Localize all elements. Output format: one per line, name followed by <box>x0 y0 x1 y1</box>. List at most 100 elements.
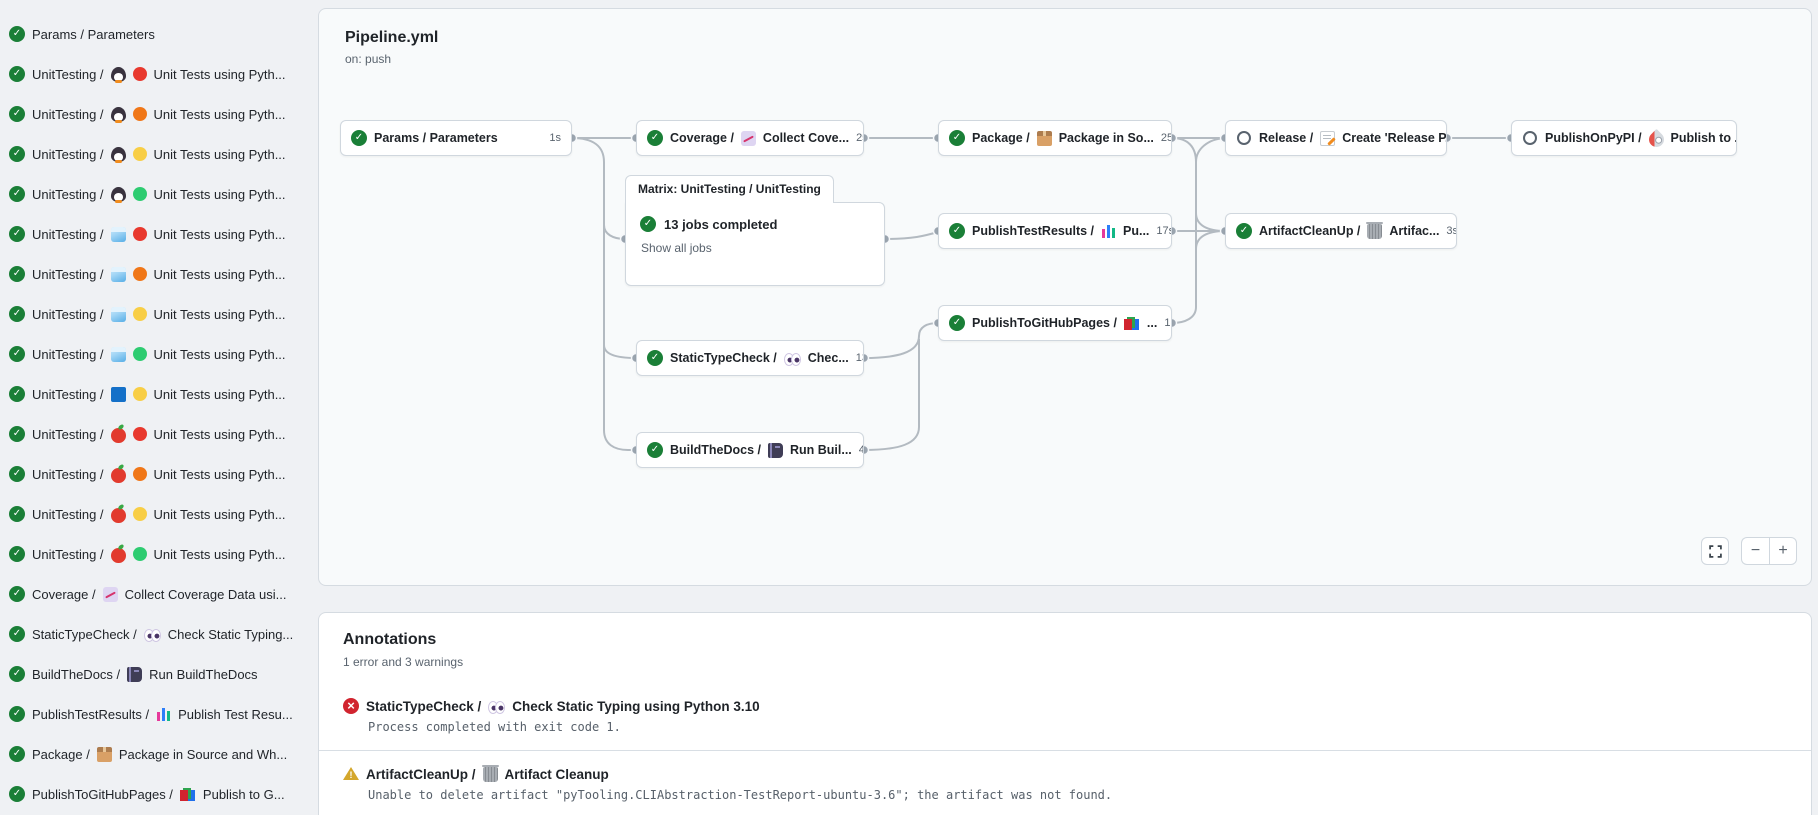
fullscreen-button[interactable] <box>1701 537 1729 565</box>
sidebar-job-item[interactable]: Params / Parameters <box>9 14 318 54</box>
job-status-icon <box>9 226 25 242</box>
annotation-item: StaticTypeCheck / Check Static Typing us… <box>319 683 1811 751</box>
job-version-icon <box>132 427 147 441</box>
matrix-tab[interactable]: Matrix: UnitTesting / UnitTesting <box>625 175 834 203</box>
job-status-icon <box>9 626 25 642</box>
job-status-icon <box>9 306 25 322</box>
sidebar-job-item[interactable]: UnitTesting / Unit Tests using Pyth... <box>9 374 318 414</box>
node-duration: 1s <box>549 132 561 144</box>
sidebar-job-item[interactable]: UnitTesting / Unit Tests using Pyth... <box>9 534 318 574</box>
job-version-icon <box>132 267 147 281</box>
job-label: Unit Tests using Pyth... <box>153 426 286 442</box>
job-label: Unit Tests using Pyth... <box>153 506 286 522</box>
job-label: Unit Tests using Pyth... <box>153 146 286 162</box>
workflow-node[interactable]: Params / Parameters 1s <box>340 120 572 156</box>
job-label: Unit Tests using Pyth... <box>153 346 286 362</box>
annotations-title: Annotations <box>343 631 437 648</box>
sidebar-job-item[interactable]: UnitTesting / Unit Tests using Pyth... <box>9 294 318 334</box>
job-label: Unit Tests using Pyth... <box>153 546 286 562</box>
node-job-icon <box>1366 221 1384 239</box>
job-label: Unit Tests using Pyth... <box>153 66 286 82</box>
node-status-icon <box>1523 131 1537 145</box>
job-status-icon <box>9 26 25 42</box>
node-job-label: Run Buil... <box>789 443 852 457</box>
node-status-icon <box>647 350 663 366</box>
sidebar-job-item[interactable]: PublishToGitHubPages / Publish to G... <box>9 774 318 814</box>
sidebar-job-item[interactable]: UnitTesting / Unit Tests using Pyth... <box>9 334 318 374</box>
job-os-icon <box>110 346 126 362</box>
job-name: Coverage / <box>32 586 96 602</box>
job-name: StaticTypeCheck / <box>32 626 137 642</box>
job-status-icon <box>9 786 25 802</box>
job-os-icon <box>110 507 126 523</box>
node-job-label: Package in So... <box>1058 131 1154 145</box>
node-job-name: Params / Parameters <box>374 131 498 145</box>
sidebar-job-item[interactable]: UnitTesting / Unit Tests using Pyth... <box>9 494 318 534</box>
workflow-node[interactable]: Coverage / Collect Cove... 25s <box>636 120 864 156</box>
sidebar-job-item[interactable]: Package / Package in Source and Wh... <box>9 734 318 774</box>
node-job-name: Release / <box>1259 131 1314 145</box>
node-status-icon <box>949 223 965 239</box>
job-os-icon <box>110 266 126 282</box>
job-name: UnitTesting / <box>32 426 104 442</box>
sidebar-job-item[interactable]: UnitTesting / Unit Tests using Pyth... <box>9 134 318 174</box>
node-duration: 17s <box>1156 225 1171 237</box>
sidebar-job-item[interactable]: Coverage / Collect Coverage Data usi... <box>9 574 318 614</box>
node-job-name: PublishTestResults / <box>972 224 1095 238</box>
job-version-icon <box>132 347 147 361</box>
zoom-button-group: − + <box>1741 537 1797 565</box>
workflow-node[interactable]: PublishToGitHubPages / ... 13s <box>938 305 1172 341</box>
workflow-node[interactable]: ArtifactCleanUp / Artifac... 3s <box>1225 213 1457 249</box>
workflow-node[interactable]: Package / Package in So... 25s <box>938 120 1172 156</box>
workflow-graph-card: Pipeline.yml on: push <box>318 8 1812 586</box>
job-os-icon <box>110 146 126 163</box>
job-os-icon <box>96 746 112 762</box>
sidebar-job-item[interactable]: BuildTheDocs / Run BuildTheDocs <box>9 654 318 694</box>
sidebar-job-item[interactable]: StaticTypeCheck / Check Static Typing... <box>9 614 318 654</box>
job-status-icon <box>9 146 25 162</box>
node-job-label: Create 'Release P... <box>1342 131 1447 145</box>
node-duration: 47s <box>859 444 863 456</box>
annotation-job-label[interactable]: Check Static Typing using Python 3.10 <box>512 698 760 714</box>
sidebar-job-item[interactable]: UnitTesting / Unit Tests using Pyth... <box>9 54 318 94</box>
sidebar-job-item[interactable]: UnitTesting / Unit Tests using Pyth... <box>9 254 318 294</box>
workflow-node[interactable]: StaticTypeCheck / Chec... 13s <box>636 340 864 376</box>
job-name: UnitTesting / <box>32 386 104 402</box>
annotations-header: Annotations 1 error and 3 warnings <box>319 613 1811 683</box>
workflow-node[interactable]: Release / Create 'Release P... <box>1225 120 1447 156</box>
job-name: UnitTesting / <box>32 66 104 82</box>
node-job-icon <box>767 442 783 458</box>
job-os-icon <box>110 186 126 203</box>
sidebar-job-item[interactable]: UnitTesting / Unit Tests using Pyth... <box>9 174 318 214</box>
annotation-job-name[interactable]: StaticTypeCheck / <box>366 698 482 714</box>
job-version-icon <box>132 147 147 161</box>
annotation-job-label[interactable]: Artifact Cleanup <box>504 766 609 782</box>
job-version-icon <box>132 107 147 121</box>
workflow-edges <box>566 132 1517 456</box>
node-status-icon <box>1236 223 1252 239</box>
zoom-out-button[interactable]: − <box>1741 537 1769 565</box>
sidebar-job-item[interactable]: UnitTesting / Unit Tests using Pyth... <box>9 414 318 454</box>
workflow-node[interactable]: PublishOnPyPI / Publish to ... <box>1511 120 1737 156</box>
node-job-name: Coverage / <box>670 131 734 145</box>
job-status-icon <box>9 506 25 522</box>
workflow-node[interactable]: PublishTestResults / Pu... 17s <box>938 213 1172 249</box>
job-os-icon <box>110 306 126 322</box>
job-name: UnitTesting / <box>32 506 104 522</box>
annotation-job-icon <box>488 699 506 714</box>
workflow-node[interactable]: BuildTheDocs / Run Buil... 47s <box>636 432 864 468</box>
sidebar-job-item[interactable]: UnitTesting / Unit Tests using Pyth... <box>9 214 318 254</box>
node-status-icon <box>1237 131 1251 145</box>
workflow-trigger: on: push <box>345 52 392 66</box>
annotation-job-name[interactable]: ArtifactCleanUp / <box>366 766 476 782</box>
node-status-icon <box>647 442 663 458</box>
job-list-sidebar: Params / Parameters UnitTesting / Unit T… <box>0 0 318 815</box>
job-os-icon <box>127 666 143 682</box>
zoom-in-button[interactable]: + <box>1769 537 1797 565</box>
show-all-jobs-link[interactable]: Show all jobs <box>641 241 712 255</box>
sidebar-job-item[interactable]: PublishTestResults / Publish Test Resu..… <box>9 694 318 734</box>
job-name: Package / <box>32 746 90 762</box>
sidebar-job-item[interactable]: UnitTesting / Unit Tests using Pyth... <box>9 94 318 134</box>
sidebar-job-item[interactable]: UnitTesting / Unit Tests using Pyth... <box>9 454 318 494</box>
job-status-icon <box>9 586 25 602</box>
